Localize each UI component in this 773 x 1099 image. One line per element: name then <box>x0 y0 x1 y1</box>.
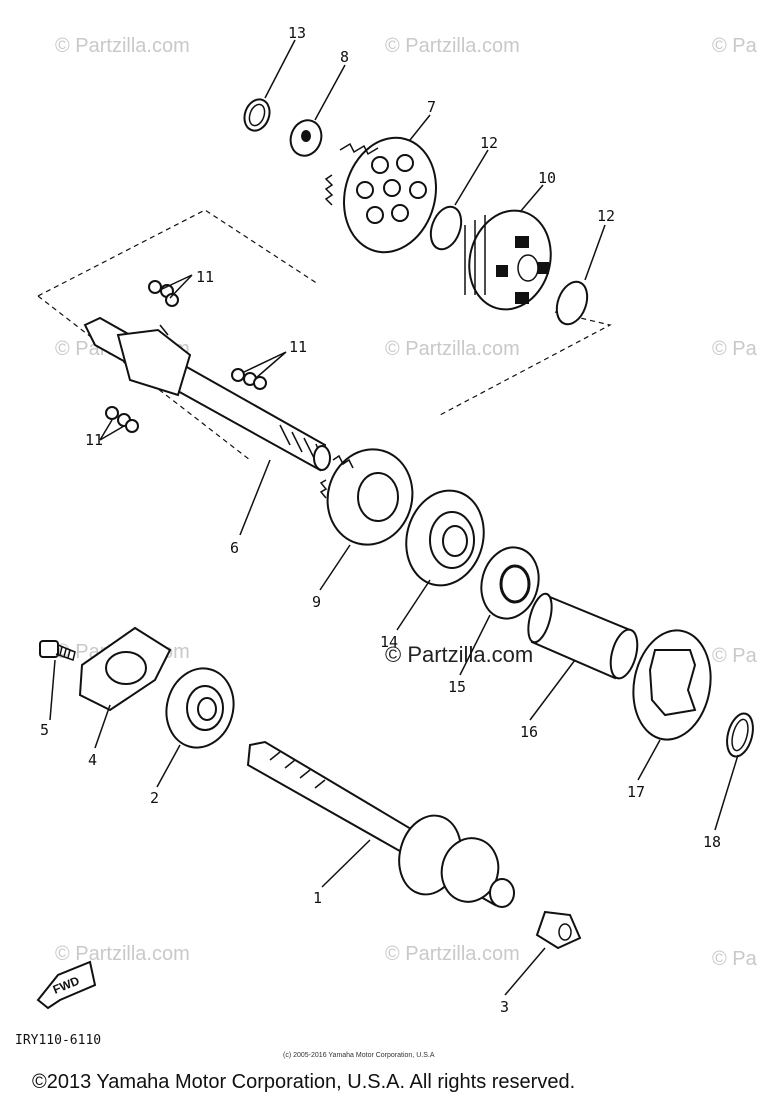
watermark: © Partzilla.com <box>55 35 190 57</box>
callout-7: 7 <box>427 98 436 116</box>
callout-14: 14 <box>380 633 398 651</box>
watermark: © Pa <box>712 645 758 667</box>
collar-3 <box>535 910 582 950</box>
bearing-14 <box>405 489 485 587</box>
sprocket-17 <box>632 629 712 741</box>
callout-6: 6 <box>230 539 239 557</box>
plate-4 <box>78 626 172 712</box>
callout-2: 2 <box>150 789 159 807</box>
watermark: © Pa <box>712 35 758 57</box>
gear-9 <box>319 448 414 546</box>
bolt-5 <box>39 640 76 661</box>
callouts: 13 8 7 12 10 12 11 11 11 6 9 14 15 16 17… <box>40 24 721 1016</box>
callout-11-b: 11 <box>289 338 307 356</box>
callout-4: 4 <box>88 751 97 769</box>
copyright-footer: ©2013 Yamaha Motor Corporation, U.S.A. A… <box>32 1071 575 1093</box>
circlip-13 <box>243 98 271 132</box>
callout-11-a: 11 <box>196 268 214 286</box>
ball-group-11-a <box>148 274 193 307</box>
fwd-arrow-icon: FWD <box>36 960 97 1010</box>
watermark: © Partzilla.com <box>385 35 520 57</box>
bearing-2 <box>165 667 235 749</box>
oil-seal-15 <box>480 546 540 620</box>
washer-8 <box>289 119 323 157</box>
callout-16: 16 <box>520 723 538 741</box>
circlip-18 <box>726 712 754 758</box>
callout-12-upper: 12 <box>480 134 498 152</box>
watermark: © Partzilla.com <box>385 338 520 360</box>
callout-9: 9 <box>312 593 321 611</box>
callout-13: 13 <box>288 24 306 42</box>
watermark: © Pa <box>712 338 758 360</box>
callout-3: 3 <box>500 998 509 1016</box>
ball-group-11-b <box>231 351 287 390</box>
shaft-1 <box>246 740 515 908</box>
watermark: © Pa <box>712 948 758 970</box>
callout-12-lower: 12 <box>597 207 615 225</box>
watermark: © Partzilla.com <box>55 943 190 965</box>
leader-lines <box>49 39 739 996</box>
collar-16 <box>527 592 639 680</box>
callout-5: 5 <box>40 721 49 739</box>
callout-17: 17 <box>627 783 645 801</box>
callout-8: 8 <box>340 48 349 66</box>
callout-10: 10 <box>538 169 556 187</box>
diagram-code: IRY110-6110 <box>15 1033 101 1048</box>
callout-11-c: 11 <box>85 431 103 449</box>
callout-18: 18 <box>703 833 721 851</box>
circlip-12-upper <box>429 205 463 251</box>
ball-group-11-c <box>99 406 139 441</box>
gear-10 <box>464 209 552 311</box>
gear-7 <box>324 136 437 254</box>
circlip-12-lower <box>555 280 589 326</box>
small-copyright-notice: (c) 2005-2016 Yamaha Motor Corporation, … <box>283 1052 435 1059</box>
callout-1: 1 <box>313 889 322 907</box>
watermark: © Partzilla.com <box>385 943 520 965</box>
shaft-6 <box>83 316 331 472</box>
watermark-center: © Partzilla.com <box>385 642 533 667</box>
callout-15: 15 <box>448 678 466 696</box>
